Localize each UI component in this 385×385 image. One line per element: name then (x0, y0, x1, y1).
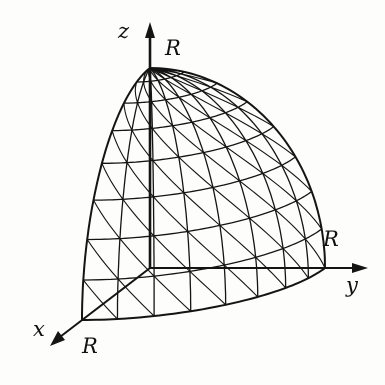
diagonal-line (212, 186, 251, 219)
diagonal-line (274, 209, 306, 240)
diagonal-line (183, 192, 221, 226)
diagonal-line (201, 90, 239, 108)
diagonal-line (295, 200, 323, 230)
diagonal-line (223, 264, 259, 298)
diagonal-line (151, 101, 174, 127)
diagonal-line (282, 247, 309, 279)
diagonal-line (180, 73, 218, 84)
z-axis-arrowhead (145, 22, 155, 38)
meridian-line (81, 67, 151, 321)
y-axis-arrowhead (352, 263, 368, 273)
diagonal-line (86, 238, 119, 280)
r-label-bottom: R (81, 334, 98, 358)
diagonal-line (123, 102, 133, 131)
diagonal-line (178, 96, 211, 119)
wireframe-mesh (81, 67, 326, 321)
diagonal-line (149, 67, 172, 79)
diagonal-line (152, 159, 185, 194)
diagonal-line (175, 75, 212, 88)
diagonal-line (245, 140, 283, 166)
diagonal-line (149, 67, 166, 80)
diagonal-line (248, 217, 284, 250)
x-axis-arrowhead (50, 331, 65, 346)
diagonal-line (304, 238, 326, 269)
x-axis-line (55, 267, 151, 341)
diagonal-line (92, 199, 121, 240)
diagonal-line (149, 67, 185, 73)
diagonal-line (82, 279, 118, 320)
diagonal-line (157, 79, 180, 98)
y-axis-label: y (345, 273, 359, 297)
diagonal-line (122, 198, 155, 237)
diagonal-line (131, 129, 154, 162)
diagonal-line (152, 196, 189, 232)
diagonal-line (262, 172, 297, 202)
diagonal-line (210, 86, 248, 103)
axes (50, 22, 368, 346)
diagonal-line (153, 275, 192, 312)
diagonal-line (219, 224, 257, 258)
diagonal-line (134, 81, 139, 104)
diagonal-line (178, 156, 214, 189)
diagonal-line (165, 99, 193, 123)
diagonal-line (126, 162, 154, 198)
diagonal-line (172, 125, 205, 154)
diagonal-line (191, 121, 227, 148)
diagonal-line (164, 78, 192, 95)
diagonal-line (111, 130, 128, 164)
diagonal-line (239, 180, 276, 211)
diagonal-line (189, 270, 227, 306)
diagonal-line (153, 235, 191, 272)
diagonal-line (237, 106, 275, 128)
diagonal-line (202, 152, 241, 182)
diagonal-line (261, 133, 297, 158)
diagonal-line (143, 67, 151, 83)
diagonal-line (281, 164, 313, 193)
diagonal-line (117, 278, 155, 317)
diagonal-line (225, 146, 264, 174)
diagonal-line (255, 256, 287, 289)
diagonal-line (224, 112, 263, 135)
diagonal-line (170, 76, 203, 92)
diagonal-line (101, 162, 124, 200)
diagonal-line (187, 230, 225, 266)
x-axis-label: x (33, 317, 45, 341)
r-label-top: R (164, 36, 181, 60)
diagonal-line (150, 80, 167, 101)
diagonal-line (209, 117, 247, 142)
r-label-right: R (322, 227, 339, 251)
z-axis-label: z (117, 19, 130, 43)
diagonal-line (190, 93, 226, 114)
diagonal-line (151, 127, 180, 158)
